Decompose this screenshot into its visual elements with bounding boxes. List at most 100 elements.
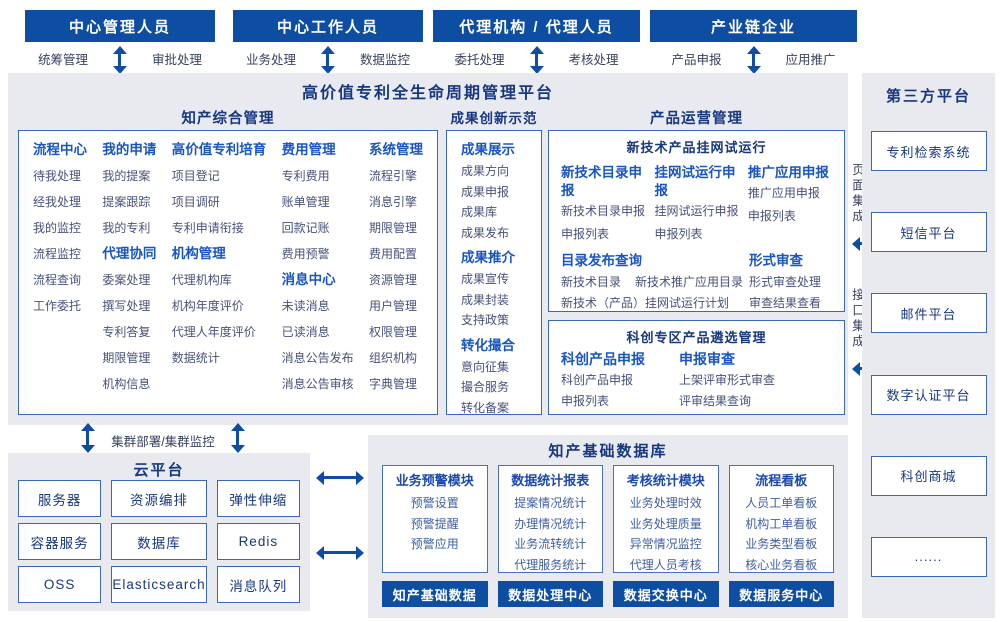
module-box: 数据统计报表 提案情况统计办理情况统计业务流转统计代理服务统计 — [497, 465, 603, 575]
vertical-double-arrow-icon — [535, 54, 538, 66]
cloud-service-box: 数据库 — [111, 523, 207, 560]
menu-item: 提案跟踪 — [102, 195, 151, 209]
menu-item: 申报列表 — [747, 209, 796, 223]
connector-label: 统筹管理 — [37, 52, 88, 67]
menu-item: 我的专利 — [102, 221, 151, 235]
data-center-pill: 数据服务中心 — [728, 581, 834, 607]
menu-group-header: 系统管理 — [368, 142, 423, 157]
connector-label: 数据监控 — [360, 52, 411, 67]
platform-panel: 高价值专利全生命周期管理平台 知产综合管理 流程中心 待我处理经我处理我的监控流… — [8, 73, 848, 425]
cloud-service-box: OSS — [18, 566, 102, 603]
menu-group-header: 转化撮合 — [461, 337, 515, 353]
menu-column: 挂网试运行申报 挂网试运行申报申报列表 — [654, 160, 747, 246]
module-item: 办理情况统计 — [514, 516, 587, 531]
connector-label: 委托处理 — [454, 52, 505, 67]
third-party-box: ...... — [870, 536, 987, 577]
module-item: 业务流转统计 — [514, 537, 587, 551]
role-connector: 业务处理 数据监控 — [233, 47, 423, 69]
page-integration-label: 页面集成 — [850, 163, 864, 225]
third-party-title: 第三方平台 — [885, 88, 971, 105]
menu-item-list: 科创产品申报申报列表 — [561, 370, 645, 412]
role-connector: 委托处理 考核处理 — [433, 47, 640, 69]
connector-label: 业务处理 — [245, 52, 296, 67]
menu-item: 流程监控 — [33, 247, 82, 261]
module-item: 机构工单看板 — [745, 516, 818, 531]
module-item-list: 提案情况统计办理情况统计业务流转统计代理服务统计 — [499, 493, 603, 575]
module-item: 人员工单看板 — [745, 496, 818, 510]
menu-column: 费用管理 专利费用账单管理回款记账费用预警 消息中心 未读消息已读消息消息公告发… — [282, 137, 354, 408]
menu-item: 机构信息 — [102, 377, 151, 391]
database-modules-row: 业务预警模块 预警设置预警提醒预警应用 数据统计报表 提案情况统计办理情况统计业… — [382, 465, 834, 573]
menu-item: 申报列表 — [561, 394, 610, 408]
role-box-center-managers: 中心管理人员 — [25, 10, 215, 42]
menu-item: 我的提案 — [102, 169, 151, 183]
module-item-list: 预警设置预警提醒预警应用 — [383, 493, 487, 555]
connector-label: 产品申报 — [671, 52, 722, 67]
role-connector: 产品申报 应用推广 — [650, 47, 857, 69]
menu-group-header: 推广应用申报 — [747, 165, 829, 180]
menu-column: 形式审查 形式审查处理审查结果查看 — [749, 250, 832, 314]
menu-item: 新技术（产品）挂网试运行计划 — [561, 296, 730, 310]
menu-item-list: 上架评审形式审查评审结果查询 — [679, 370, 775, 412]
third-party-box: 短信平台 — [870, 212, 987, 253]
menu-item: 数据统计 — [171, 351, 220, 365]
third-party-box: 专利检索系统 — [870, 131, 987, 171]
menu-column: 高价值专利培育 项目登记项目调研专利申请衔接 机构管理 代理机构库机构年度评价代… — [172, 137, 267, 408]
vertical-double-arrow-icon — [326, 54, 329, 66]
menu-item-list: 待我处理经我处理我的监控流程监控流程查询工作委托 — [33, 163, 87, 319]
menu-item: 流程查询 — [33, 273, 82, 287]
api-integration-label: 接口集成 — [850, 288, 864, 350]
menu-item: 期限管理 — [102, 351, 151, 365]
menu-item: 撰写处理 — [102, 299, 151, 313]
menu-item: 机构年度评价 — [171, 299, 244, 313]
module-header: 数据统计报表 — [511, 473, 590, 488]
menu-item-list: 新技术目录申报申报列表 — [561, 200, 654, 246]
module-item: 业务处理时效 — [629, 496, 702, 510]
third-party-panel: 第三方平台 专利检索系统短信平台邮件平台数字认证平台科创商城...... — [862, 73, 995, 618]
role-box-center-staff: 中心工作人员 — [233, 10, 423, 42]
menu-item: 项目登记 — [171, 169, 220, 183]
menu-item: 支持政策 — [461, 313, 510, 327]
platform-title: 高价值专利全生命周期管理平台 — [301, 85, 554, 102]
cloud-service-box: 弹性伸缩 — [216, 480, 300, 517]
menu-item: 成果申报 — [461, 184, 510, 199]
menu-item: 费用预警 — [281, 247, 330, 261]
ip-management-box: 流程中心 待我处理经我处理我的监控流程监控流程查询工作委托 我的申请 我的提案提… — [18, 130, 438, 415]
menu-column: 流程中心 待我处理经我处理我的监控流程监控流程查询工作委托 — [33, 137, 87, 408]
menu-item: 评审结果查询 — [679, 394, 752, 408]
section-title-product-ops: 产品运营管理 — [650, 111, 743, 127]
menu-item: 我的监控 — [33, 221, 82, 235]
vertical-double-arrow-icon — [118, 54, 121, 66]
menu-item: 审查结果查看 — [749, 296, 822, 310]
menu-column: 目录发布查询 新技术目录新技术推广应用目录新技术（产品）挂网试运行计划 — [561, 250, 749, 314]
module-item: 提案情况统计 — [514, 496, 587, 510]
menu-item: 用户管理 — [368, 299, 417, 313]
menu-group-header: 代理协同 — [102, 246, 157, 261]
data-center-pill: 数据处理中心 — [497, 581, 603, 607]
menu-item: 权限管理 — [368, 325, 417, 339]
menu-item: 专利答复 — [102, 325, 151, 339]
menu-group-header: 形式审查 — [749, 253, 803, 268]
menu-item: 成果封装 — [461, 292, 510, 307]
vertical-double-arrow-icon — [236, 431, 239, 445]
module-item-list: 人员工单看板机构工单看板业务类型看板核心业务看板 — [730, 493, 834, 575]
database-title: 知产基础数据库 — [548, 443, 668, 460]
menu-item-list: 意向征集撮合服务转化备案 — [461, 357, 541, 419]
cloud-title: 云平台 — [133, 462, 185, 479]
horizontal-double-arrow-icon — [324, 476, 356, 479]
cloud-service-box: 容器服务 — [18, 523, 102, 560]
menu-item: 未读消息 — [281, 299, 330, 313]
menu-item: 申报列表 — [561, 227, 610, 241]
database-panel: 知产基础数据库 业务预警模块 预警设置预警提醒预警应用 数据统计报表 提案情况统… — [368, 435, 848, 618]
menu-group-header: 科创产品申报 — [561, 351, 645, 367]
menu-group-header: 高价值专利培育 — [171, 142, 267, 157]
menu-item: 资源管理 — [368, 273, 417, 287]
menu-group-header: 费用管理 — [281, 142, 336, 157]
menu-item: 成果库 — [461, 205, 498, 219]
menu-item-list: 新技术目录新技术推广应用目录新技术（产品）挂网试运行计划 — [561, 272, 749, 314]
cloud-service-box: Redis — [216, 523, 300, 560]
menu-column: 科创产品申报 科创产品申报申报列表 — [561, 348, 645, 412]
connector-label: 考核处理 — [568, 52, 619, 67]
cloud-service-box: 资源编排 — [111, 480, 207, 517]
menu-item-list: 挂网试运行申报申报列表 — [654, 200, 747, 246]
